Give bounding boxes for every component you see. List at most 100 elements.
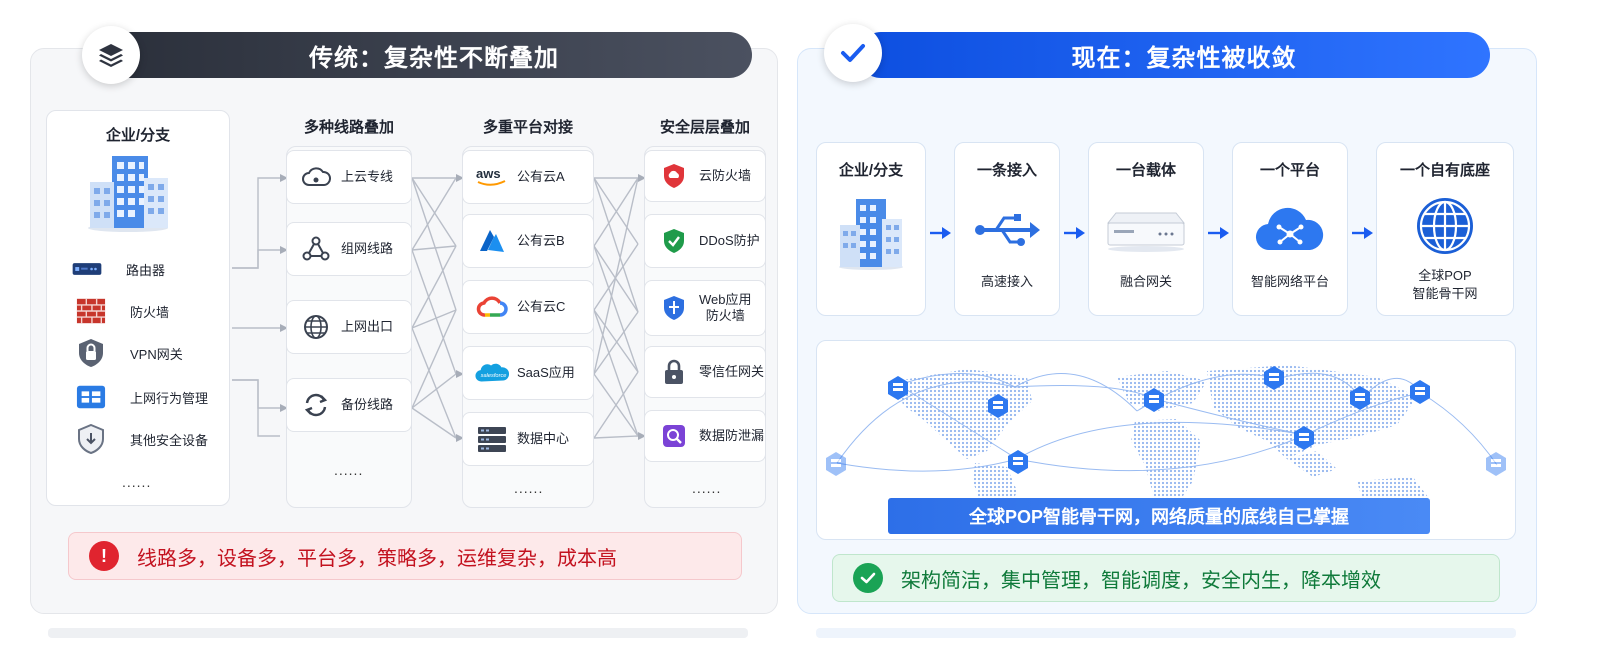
current-banner-title: 现在：复杂性被收敛 (1071, 44, 1297, 72)
lock-icon (657, 358, 691, 386)
traditional-summary-alert: ! 线路多，设备多，平台多，策略多，运维复杂，成本高 (68, 532, 742, 580)
step-label: 融合网关 (1119, 274, 1172, 289)
step-title: 一台载体 (1115, 162, 1176, 179)
gateway-device-icon (1089, 195, 1203, 265)
router-icon (72, 256, 102, 282)
step-title: 一个平台 (1259, 162, 1320, 179)
step-title: 一个自有底座 (1399, 162, 1490, 179)
current-summary-alert: 架构简洁，集中管理，智能调度，安全内生，降本增效 (832, 554, 1500, 602)
step-branch: 企业/分支 (816, 142, 926, 316)
current-summary-text: 架构简洁，集中管理，智能调度，安全内生，降本增效 (901, 569, 1381, 592)
svg-text:aws: aws (476, 166, 501, 181)
arrow-right-icon (1208, 227, 1229, 239)
branch-item-firewall: 防火墙 (76, 298, 169, 324)
security-label: 零信任网关 (699, 364, 765, 379)
data-leak-icon (657, 422, 691, 450)
cloud-firewall-icon (657, 162, 691, 190)
link-label: 备份线路 (341, 397, 394, 412)
cloud-link-icon (299, 163, 333, 191)
globe-icon (1377, 191, 1513, 261)
salesforce-logo-icon: salesforce (475, 359, 509, 387)
aws-logo-icon: aws (475, 163, 509, 191)
branch-item-behavior: 上网行为管理 (76, 384, 208, 410)
azure-logo-icon (475, 227, 509, 255)
platform-label: SaaS应用 (517, 365, 575, 380)
branch-item-router: 路由器 (72, 256, 165, 282)
security-cloud-firewall: 云防火墙 (644, 150, 766, 202)
map-caption-text: 全球POP智能骨干网，网络质量的底线自己掌握 (968, 507, 1349, 527)
arrow-right-icon (930, 227, 951, 239)
check-badge (824, 24, 882, 82)
security-zero-trust: 零信任网关 (644, 346, 766, 398)
security-label: DDoS防护 (699, 233, 760, 248)
cloud-network-icon (1233, 195, 1347, 265)
google-cloud-logo-icon (475, 293, 509, 321)
security-more: ...... (692, 480, 722, 496)
layers-badge (82, 26, 140, 84)
globe-icon (299, 313, 333, 341)
branch-title: 企业/分支 (105, 127, 171, 144)
platforms-more: ...... (514, 480, 544, 496)
branch-item-label: 防火墙 (130, 304, 170, 320)
platform-label: 公有云B (517, 233, 565, 248)
checkmark-icon (841, 44, 865, 62)
branch-item-label: 上网行为管理 (130, 390, 209, 406)
security-label: 云防火墙 (699, 168, 752, 183)
behavior-management-icon (76, 384, 106, 410)
step-label: 智能网络平台 (1250, 274, 1329, 289)
platform-public-cloud-a: aws 公有云A (462, 150, 594, 204)
security-label: Web应用 防火墙 (699, 292, 752, 323)
link-internet-exit: 上网出口 (286, 300, 412, 354)
security-ddos: DDoS防护 (644, 214, 766, 268)
arrow-right-icon (1064, 227, 1085, 239)
network-topology-icon (299, 235, 333, 263)
layers-icon (99, 44, 123, 67)
security-label: 数据防泄漏 (699, 428, 765, 443)
branch-more: ...... (122, 474, 152, 490)
platform-saas: salesforce SaaS应用 (462, 346, 594, 400)
vpn-gateway-icon (76, 339, 106, 367)
branch-item-label: 其他安全设备 (130, 432, 209, 448)
step-single-carrier: 一台载体 融合网关 (1088, 142, 1204, 316)
arrow-right-icon (1352, 227, 1373, 239)
step-title: 一条接入 (976, 162, 1037, 179)
links-more: ...... (334, 462, 364, 478)
step-title: 企业/分支 (838, 162, 904, 179)
map-caption: 全球POP智能骨干网，网络质量的底线自己掌握 (888, 498, 1430, 534)
platform-label: 数据中心 (517, 431, 570, 446)
security-column-title: 安全层层叠加 (659, 119, 750, 136)
backup-sync-icon (299, 391, 333, 419)
svg-text:salesforce: salesforce (481, 373, 507, 379)
security-device-icon (76, 424, 106, 454)
link-backup: 备份线路 (286, 378, 412, 432)
link-network: 组网线路 (286, 222, 412, 276)
link-label: 上云专线 (341, 169, 394, 184)
platforms-column-title: 多重平台对接 (482, 119, 573, 136)
platform-label: 公有云C (517, 299, 566, 314)
divider (48, 628, 748, 638)
step-single-platform: 一个平台 智能网络平台 (1232, 142, 1348, 316)
office-building-icon (817, 193, 925, 273)
branch-item-security: 其他安全设备 (76, 424, 209, 454)
ddos-shield-icon (657, 227, 691, 255)
server-rack-icon (475, 425, 509, 453)
check-circle-icon (853, 563, 883, 593)
platform-public-cloud-b: 公有云B (462, 214, 594, 268)
platform-label: 公有云A (517, 169, 565, 184)
traditional-banner-title: 传统：复杂性不断叠加 (309, 44, 559, 72)
branch-item-label: 路由器 (126, 262, 166, 278)
branch-item-label: VPN网关 (130, 346, 183, 362)
traditional-summary-text: 线路多，设备多，平台多，策略多，运维复杂，成本高 (137, 547, 617, 570)
exclamation-icon: ! (89, 541, 119, 571)
firewall-icon (76, 298, 106, 324)
link-cloud-dedicated: 上云专线 (286, 150, 412, 204)
link-label: 上网出口 (341, 319, 394, 334)
waf-shield-icon (657, 294, 691, 322)
security-waf: Web应用 防火墙 (644, 280, 766, 336)
platform-public-cloud-c: 公有云C (462, 280, 594, 334)
divider (816, 628, 1516, 638)
current-banner: 现在：复杂性被收敛 (858, 32, 1490, 78)
step-label: 高速接入 (980, 274, 1033, 289)
platform-data-center: 数据中心 (462, 412, 594, 466)
